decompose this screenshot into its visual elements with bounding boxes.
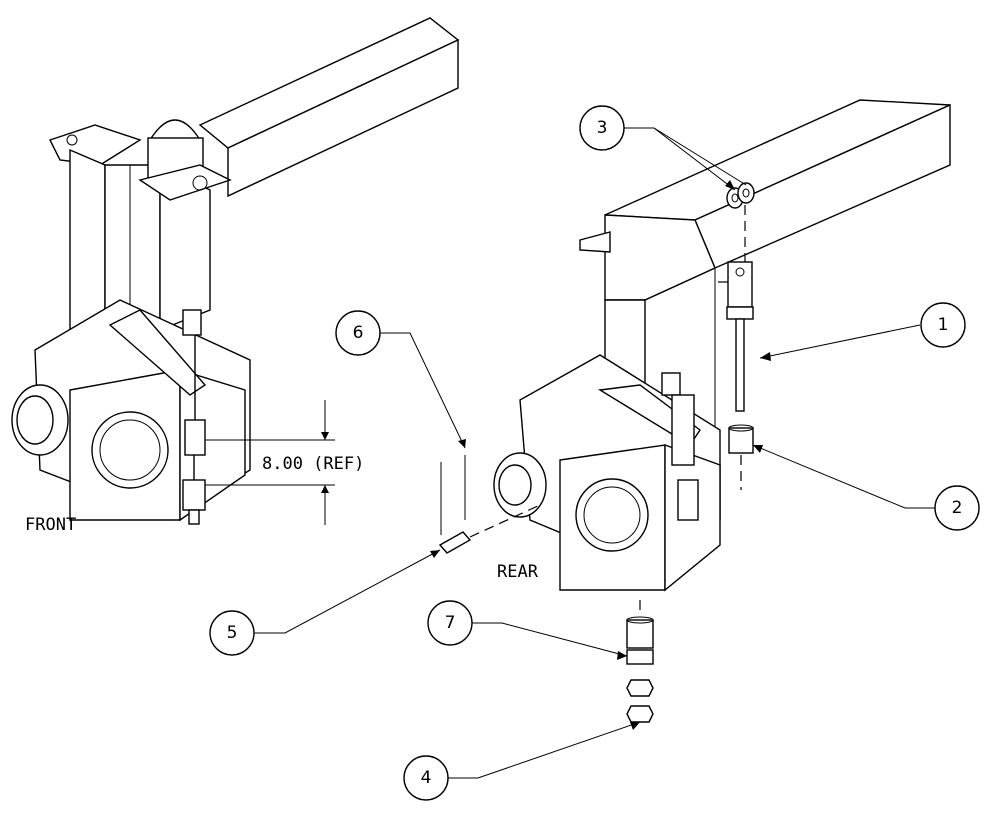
front-strut-arm bbox=[108, 309, 207, 396]
callout-number: 4 bbox=[421, 768, 432, 788]
front-dome bbox=[148, 119, 202, 141]
pin-5 bbox=[438, 531, 472, 554]
bushing-upper bbox=[626, 619, 654, 649]
callout-number: 1 bbox=[938, 315, 949, 335]
callout-number: 2 bbox=[952, 498, 963, 518]
callout-6: 6 bbox=[335, 310, 381, 356]
callout-number: 7 bbox=[445, 613, 456, 633]
spacer-2 bbox=[728, 427, 754, 454]
front-bracket bbox=[138, 164, 232, 201]
callout-number: 5 bbox=[227, 623, 238, 643]
rear-arm-end bbox=[604, 214, 716, 301]
nut-a bbox=[626, 679, 654, 697]
rear-hub bbox=[493, 452, 547, 518]
callout-7: 7 bbox=[427, 600, 473, 646]
callout-5: 5 bbox=[209, 610, 255, 656]
nut-4 bbox=[626, 705, 654, 723]
front-assembly bbox=[11, 17, 460, 525]
rear-shock-top bbox=[661, 372, 681, 396]
callout-4: 4 bbox=[403, 755, 449, 801]
front-hub bbox=[11, 384, 69, 456]
rear-label: REAR bbox=[497, 562, 539, 582]
front-top-plate bbox=[49, 124, 142, 166]
callout-leaders bbox=[254, 127, 935, 779]
callout-number: 3 bbox=[597, 118, 608, 138]
rear-shock-lower bbox=[677, 479, 699, 521]
front-shock-lower bbox=[182, 479, 206, 511]
callout-1: 1 bbox=[920, 302, 966, 348]
callout-2: 2 bbox=[934, 485, 980, 531]
callout-3: 3 bbox=[579, 105, 625, 151]
rear-shock-body bbox=[671, 394, 695, 466]
front-shock-top bbox=[182, 309, 202, 336]
callout-number: 6 bbox=[353, 323, 364, 343]
bushing-7 bbox=[626, 649, 654, 665]
front-shock-body bbox=[184, 419, 206, 456]
washer-3b bbox=[737, 182, 755, 204]
exploded-parts bbox=[438, 182, 755, 723]
front-label: FRONT bbox=[25, 515, 76, 535]
rear-assembly bbox=[493, 99, 951, 592]
dimension-label: 8.00 (REF) bbox=[262, 454, 364, 474]
rear-small-tab bbox=[579, 231, 611, 253]
clevis-1 bbox=[727, 261, 753, 308]
rod-1 bbox=[735, 318, 745, 412]
front-faceplate bbox=[69, 369, 181, 521]
